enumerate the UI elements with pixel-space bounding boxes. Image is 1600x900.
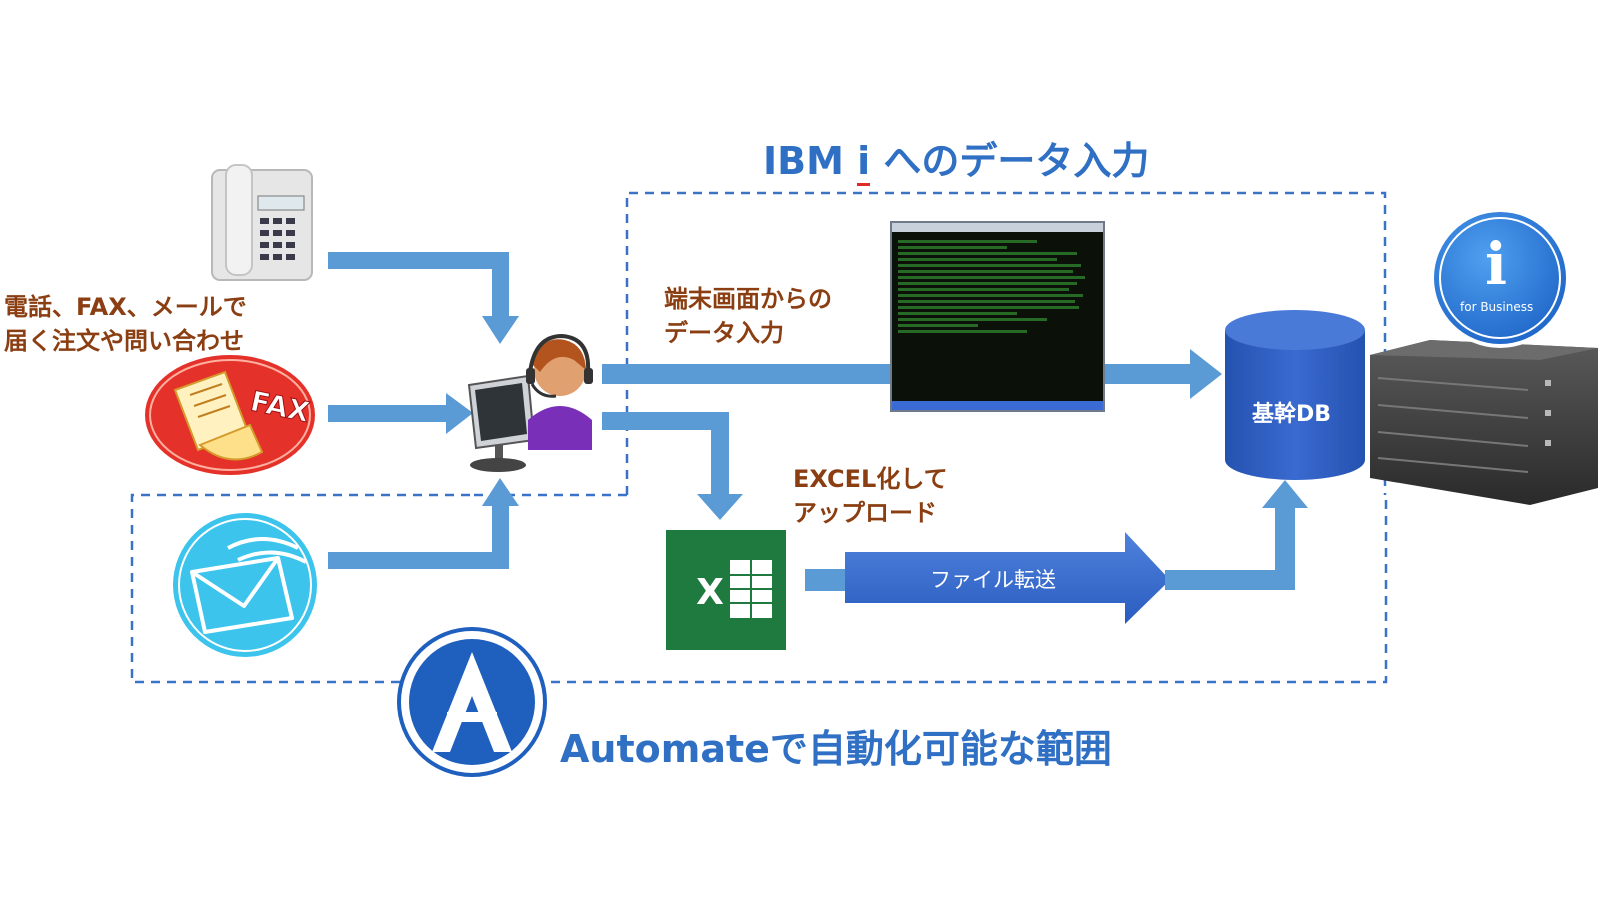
terminal-entry-label-line2: データ入力 (664, 319, 784, 347)
file-transfer-arrow (805, 480, 1308, 624)
automate-scope-region (130, 493, 1388, 684)
top-title-i: i (857, 139, 871, 186)
terminal-line (898, 294, 1084, 297)
terminal-taskbar (892, 401, 1103, 410)
database-icon (1225, 310, 1365, 480)
operator-icon (467, 333, 593, 472)
phone-to-operator-arrow (328, 252, 519, 344)
terminal-line (898, 330, 1028, 333)
inbound-label-line2: 届く注文や問い合わせ (4, 327, 244, 355)
ibm-i-entry-region (625, 191, 1387, 495)
operator-to-db-arrow (602, 349, 1222, 399)
terminal-line (898, 258, 1058, 261)
terminal-line (898, 246, 1008, 249)
inbound-label: 電話、FAX、メールで 届く注文や問い合わせ (4, 290, 247, 358)
terminal-text-lines (898, 237, 1097, 398)
terminal-line (898, 300, 1076, 303)
terminal-line (898, 270, 1074, 273)
mail-to-operator-arrow (328, 478, 519, 569)
fax-icon: FAX (145, 355, 315, 475)
excel-letter: X (696, 572, 724, 613)
operator-to-excel-arrow (602, 412, 743, 520)
email-icon (173, 513, 317, 657)
excel-icon: X (666, 530, 786, 650)
terminal-line (898, 282, 1078, 285)
terminal-entry-label: 端末画面からの データ入力 (664, 282, 832, 350)
server-icon (1370, 340, 1598, 505)
database-label: 基幹DB (1252, 402, 1332, 427)
telephone-icon (211, 164, 313, 281)
top-title: IBM i へのデータ入力 (763, 130, 1150, 186)
excel-upload-label-line1: EXCEL化して (793, 465, 948, 493)
ibm-i-logo-letter: i (1485, 230, 1508, 298)
automate-scope-title: Automateで自動化可能な範囲 (560, 727, 1112, 771)
automate-logo (397, 627, 547, 777)
top-title-prefix: IBM (763, 139, 858, 183)
terminal-entry-label-line1: 端末画面からの (664, 285, 832, 313)
terminal-line (898, 306, 1080, 309)
terminal-menu-bar (892, 223, 1103, 232)
terminal-line (898, 264, 1082, 267)
terminal-line (898, 312, 1018, 315)
fax-to-operator-arrow (328, 393, 473, 434)
terminal-line (898, 252, 1078, 255)
ibm-i-logo-subtitle: for Business (1460, 300, 1534, 314)
terminal-line (898, 324, 978, 327)
top-title-suffix: へのデータ入力 (870, 139, 1150, 183)
file-transfer-label: ファイル転送 (930, 568, 1056, 592)
ibm-i-logo (1430, 208, 1570, 348)
terminal-line (898, 240, 1038, 243)
excel-upload-label: EXCEL化して アップロード (793, 462, 948, 530)
inbound-label-line1: 電話、FAX、メールで (4, 293, 247, 321)
terminal-line (898, 276, 1086, 279)
terminal-line (898, 288, 1070, 291)
terminal-line (898, 318, 1048, 321)
terminal-screenshot (890, 221, 1105, 412)
excel-upload-label-line2: アップロード (793, 499, 937, 527)
